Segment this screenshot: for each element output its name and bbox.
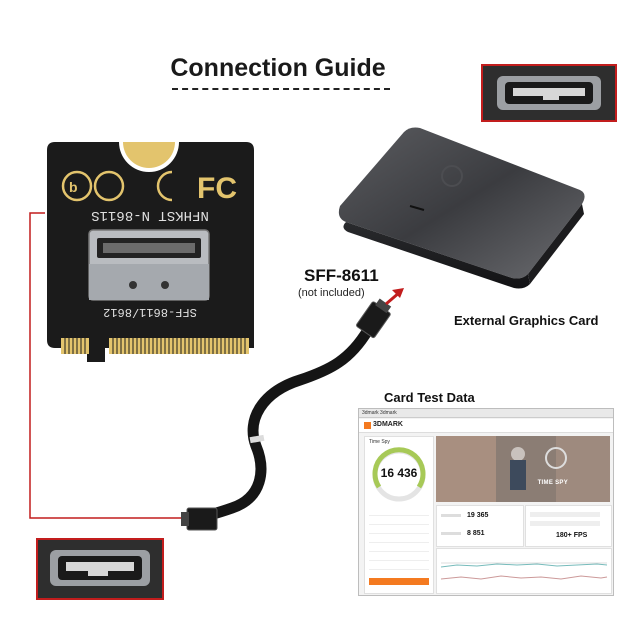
system-info-rows [369, 509, 429, 572]
title-underline [172, 88, 390, 90]
hero-label: TIME SPY [537, 480, 568, 486]
window-titlebar: 3dmark 3dmark [359, 409, 613, 418]
external-gpu-label: External Graphics Card [454, 313, 599, 328]
page-title: Connection Guide [170, 54, 386, 82]
sub-scores-panel: 19 365 8 851 [436, 505, 524, 547]
silkscreen-top: NFHKST N-8611S [91, 207, 209, 223]
compare-button[interactable] [369, 578, 429, 585]
connector-inset-top [481, 64, 617, 122]
score-panel: Time Spy 16 436 [364, 436, 434, 594]
overall-score: 16 436 [380, 466, 418, 480]
score-gauge [372, 447, 426, 502]
brand-name: 3DMARK [373, 421, 403, 428]
m2-adapter-card: b FC NFHKST N-8611S SFF-8611/8612 [47, 142, 254, 362]
svg-text:FC: FC [197, 172, 237, 205]
3dmark-logo-icon [364, 422, 371, 429]
monitoring-graph [436, 548, 612, 594]
benchmark-screenshot: 3dmark 3dmark 3DMARK Time Spy 16 436 TIM… [358, 408, 614, 596]
test-hero-image: TIME SPY [436, 436, 610, 502]
connector-label: SFF-8611 [304, 266, 379, 285]
cpu-score: 8 851 [467, 530, 485, 537]
connector-inset-bottom [36, 538, 164, 600]
brand-bar: 3DMARK [359, 419, 613, 433]
silkscreen-bottom: SFF-8611/8612 [103, 305, 197, 319]
test-data-label: Card Test Data [384, 390, 475, 405]
graphics-score: 19 365 [467, 512, 489, 519]
svg-text:b: b [69, 179, 78, 195]
estimated-fps: 180+ FPS [556, 532, 588, 539]
test-name: Time Spy [369, 439, 390, 445]
connector-note: (not included) [298, 287, 365, 299]
external-gpu-image [338, 127, 585, 289]
fps-panel: 180+ FPS [525, 505, 612, 547]
